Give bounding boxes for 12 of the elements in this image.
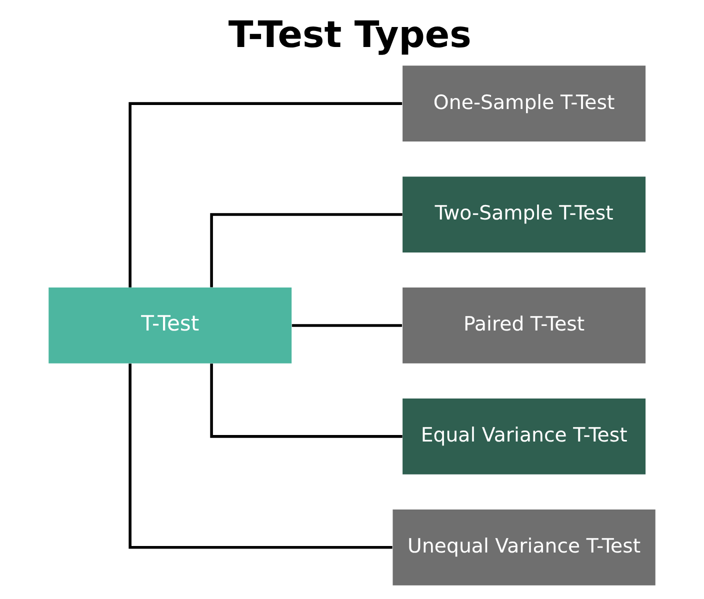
- node-box: Unequal Variance T-Test: [392, 509, 656, 586]
- node-box: Two-Sample T-Test: [402, 176, 646, 252]
- node-box: Paired T-Test: [402, 288, 646, 364]
- connector: [128, 102, 402, 288]
- node-box: Equal Variance T-Test: [402, 398, 646, 474]
- connector: [210, 364, 402, 438]
- node-box: T-Test: [48, 288, 292, 364]
- connector: [128, 364, 392, 549]
- connector: [210, 213, 402, 288]
- connector: [292, 324, 402, 327]
- diagram-title: T-Test Types: [228, 13, 472, 56]
- node-box: One-Sample T-Test: [402, 66, 646, 142]
